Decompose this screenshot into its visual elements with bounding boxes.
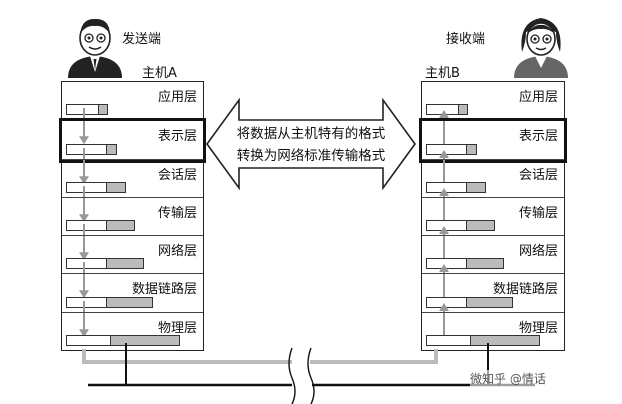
sender-protocol-stack: 应用层表示层会话层传输层网络层数据链路层物理层 <box>59 81 206 351</box>
receiver-layer-1: 表示层 <box>419 118 567 186</box>
receiver-packet-header <box>466 259 503 269</box>
conversion-double-arrow <box>206 98 416 190</box>
sender-layer-label: 应用层 <box>157 90 197 105</box>
conversion-text-line2: 转换为网络标准传输格式 <box>236 148 386 164</box>
sender-packet-bar <box>66 104 108 116</box>
sender-packet-bar <box>66 334 180 346</box>
conversion-text: 将数据从主机特有的格式 转换为网络标准传输格式 <box>225 123 397 167</box>
receiver-flow-arrow <box>439 226 449 263</box>
receiver-packet-bar <box>426 334 540 346</box>
receiver-packet-bar <box>426 258 504 270</box>
receiver-layer-4: 网络层 <box>422 235 564 301</box>
sender-flow-arrow <box>79 108 89 145</box>
sender-layer-0: 应用层 <box>62 82 203 145</box>
receiver-packet-header <box>466 182 485 192</box>
sender-flow-arrow <box>79 262 89 299</box>
sender-packet-header <box>106 221 134 231</box>
receiver-protocol-stack: 应用层表示层会话层传输层网络层数据链路层物理层 <box>419 81 567 351</box>
receiver-layer-label: 传输层 <box>518 205 558 221</box>
sender-role-label: 发送端 <box>122 32 162 47</box>
receiver-flow-arrow <box>439 149 449 186</box>
sender-layer-label: 物理层 <box>157 320 197 336</box>
sender-packet-bar <box>66 143 117 155</box>
receiver-packet-bar <box>426 220 495 232</box>
sender-packet-header <box>106 144 116 154</box>
sender-packet-header <box>106 182 125 192</box>
sender-flow-arrow <box>79 147 89 184</box>
sender-layer-6: 物理层 <box>62 311 203 351</box>
sender-layer-4: 网络层 <box>62 235 203 299</box>
sender-flow-arrow <box>79 185 89 223</box>
receiver-role-label: 接收端 <box>446 32 486 47</box>
receiver-packet-header <box>466 297 512 307</box>
receiver-packet-bar <box>426 181 486 193</box>
receiver-layer-6: 物理层 <box>422 311 564 351</box>
sender-layer-label: 表示层 <box>157 129 197 145</box>
receiver-layer-3: 传输层 <box>422 196 564 263</box>
sender-host-label: 主机A <box>142 66 177 81</box>
receiver-flow-arrow <box>439 187 449 225</box>
receiver-flow-arrow <box>439 302 449 339</box>
sender-layer-label: 会话层 <box>157 167 197 183</box>
receiver-packet-header <box>458 105 467 115</box>
receiver-host-label: 主机B <box>425 66 460 81</box>
sender-layer-5: 数据链路层 <box>62 273 203 337</box>
receiver-packet-bar <box>426 104 468 116</box>
sender-packet-bar <box>66 181 126 193</box>
receiver-layer-2: 会话层 <box>422 158 564 225</box>
sender-layer-label: 网络层 <box>157 244 197 260</box>
sender-person-icon <box>68 18 122 78</box>
sender-packet-header <box>98 105 107 115</box>
receiver-layer-label: 物理层 <box>518 320 558 336</box>
receiver-packet-bar <box>426 296 513 308</box>
sender-packet-header <box>110 335 179 345</box>
receiver-layer-0: 应用层 <box>422 82 564 147</box>
receiver-layer-label: 网络层 <box>518 244 558 260</box>
receiver-layer-5: 数据链路层 <box>422 273 564 339</box>
sender-layer-label: 传输层 <box>157 205 197 221</box>
sender-packet-header <box>106 297 152 307</box>
receiver-layer-label: 数据链路层 <box>492 282 558 298</box>
sender-packet-header <box>106 259 143 269</box>
sender-flow-arrow <box>79 224 89 261</box>
receiver-packet-bar <box>426 143 477 155</box>
sender-layer-3: 传输层 <box>62 196 203 261</box>
sender-layer-label: 数据链路层 <box>131 282 197 298</box>
conversion-text-line1: 将数据从主机特有的格式 <box>236 126 386 142</box>
receiver-person-icon <box>514 18 568 78</box>
sender-packet-bar <box>66 258 144 270</box>
receiver-flow-arrow <box>439 110 449 147</box>
receiver-layer-label: 会话层 <box>518 167 558 183</box>
receiver-layer-label: 表示层 <box>518 129 558 145</box>
receiver-packet-header <box>470 335 539 345</box>
sender-packet-bar <box>66 220 135 232</box>
receiver-layer-label: 应用层 <box>518 90 558 105</box>
receiver-packet-header <box>466 144 476 154</box>
sender-packet-bar <box>66 296 153 308</box>
watermark: 微知乎 @情话 <box>470 370 546 387</box>
sender-layer-2: 会话层 <box>62 158 203 223</box>
receiver-flow-arrow <box>439 264 449 301</box>
receiver-packet-header <box>466 221 494 231</box>
sender-layer-1: 表示层 <box>59 118 206 184</box>
sender-flow-arrow <box>79 300 89 337</box>
